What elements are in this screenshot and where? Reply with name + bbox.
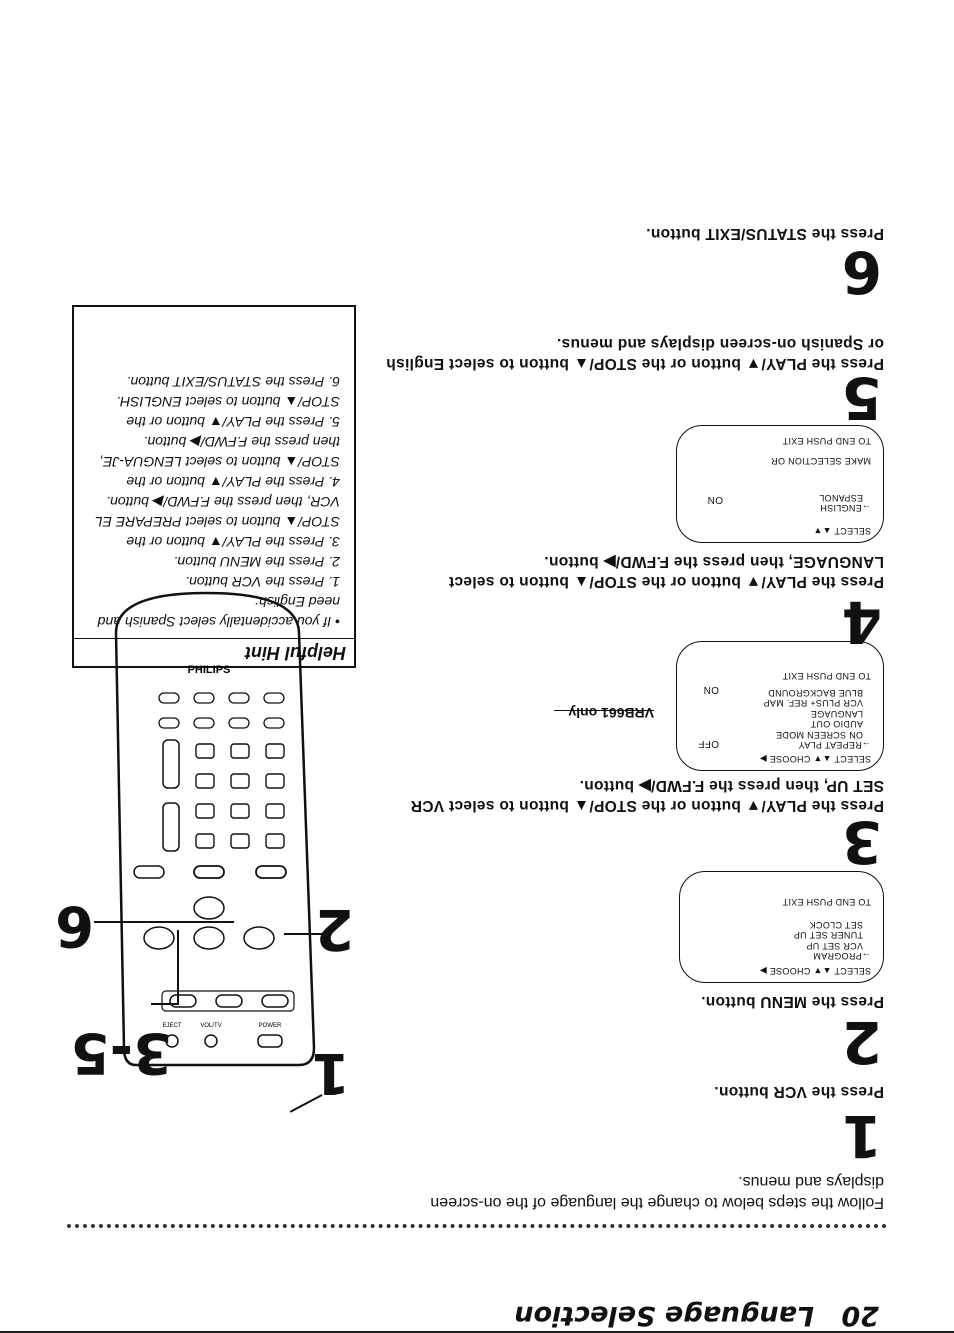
language-value: ON [703,684,719,695]
menu-screen-footer: TO END PUSH EXIT [782,897,871,908]
key-button [195,833,215,849]
step-number: 5 [841,364,882,432]
remote-step-label: 1 [311,1040,350,1105]
key-button [265,773,285,789]
remote-step-label: 3-5 [70,1020,172,1085]
page-title: 20 Language Selection [514,1300,879,1331]
language-screen-note: TO END PUSH EXIT [782,436,871,446]
menu-item: TUNER SET UP [793,930,863,941]
vol-tv-button [204,1034,218,1048]
helpful-hint-item: 2. Press the MENU button. [173,554,340,570]
play-button [193,926,225,950]
speed-button [263,717,285,729]
helpful-hint-item: 4. Press the PLAY/▼ button or the STOP/▲… [99,434,340,490]
key-button [265,803,285,819]
ffwd-button [143,926,175,950]
helpful-hint-item: 5. Press the PLAY/▼ button or the STOP/▲… [116,394,340,430]
status-exit-button [193,865,225,879]
leader-line-6 [94,921,234,923]
key-button [195,773,215,789]
vol-rocker [162,739,180,789]
remote-label: POWER [259,1023,282,1029]
mute-button [158,692,180,704]
leader-line-3-5-vertical [177,930,179,1005]
key-button [265,833,285,849]
dotted-divider [66,1224,886,1228]
menu-item: VCR SET UP [806,941,863,951]
vcr-mode-button [261,994,289,1008]
step-number: 4 [841,588,882,656]
key-button [230,803,250,819]
clear-button [133,865,165,879]
helpful-hint-item: 3. Press the PLAY/▼ button or the STOP/▲… [95,494,340,550]
tv-mode-button [215,994,243,1008]
english-value: ON [707,494,723,505]
remote-brand: PHILIPS [188,664,231,676]
key-button [195,803,215,819]
remote-control-illustration: POWER VOL/TV EJECT [114,591,316,1067]
repeat-play-value: OFF [698,738,719,749]
remote-label: EJECT [162,1023,181,1029]
step-number: 3 [841,808,882,876]
stop-button [193,896,225,920]
key-button [265,743,285,759]
vcr-setup-footer: TO END PUSH EXIT [782,671,871,682]
vcr-setup-item: LANGUAGE [810,709,863,719]
pause-still-button [193,717,215,729]
key-button [230,743,250,759]
step-instruction: Press the PLAY/▼ button or the STOP/▲ bu… [448,553,884,590]
slow-button [193,692,215,704]
mode-row-frame [161,990,295,1012]
time-search-button [228,717,250,729]
leader-line-3-5-horizontal [151,1003,179,1005]
remote-body [114,591,316,1067]
spare-button [158,717,180,729]
power-button [257,1034,283,1048]
rec-otr-button [263,692,285,704]
key-button [230,833,250,849]
step-instruction: Press the MENU button. [700,993,884,1010]
step-number: 1 [841,1102,882,1170]
vcr-setup-screen: SELECT ▲▼ CHOOSE ▶ →REPEAT PLAY ON SCREE… [676,641,884,771]
menu-button [255,865,287,879]
remote-step-label: 2 [315,896,354,961]
callout-label: VRB661 only [568,705,654,721]
menu-screen: SELECT ▲▼ CHOOSE ▶ →PROGRAM VCR SET UP T… [679,871,884,983]
key-button [230,773,250,789]
vcr-setup-item: VCR PLUS+ REF. MAP [763,698,863,709]
key-button [195,743,215,759]
memory-button [228,692,250,704]
remote-label: VOL/TV [200,1023,221,1029]
step-number: 2 [841,1008,882,1076]
step-instruction: Press the PLAY/▼ button or the STOP/▲ bu… [410,777,884,814]
language-screen-note: MAKE SELECTION OR [770,456,871,467]
step-instruction: Press the STATUS/EXIT button. [645,225,884,242]
step-instruction: Press the VCR button. [714,1083,884,1100]
remote-step-label: 6 [55,893,94,958]
step-instruction: Press the PLAY/▼ button or the STOP/▲ bu… [386,335,884,372]
menu-item: →PROGRAM [813,951,871,962]
ch-rocker [162,802,180,852]
vcr-setup-header: SELECT ▲▼ CHOOSE ▶ [759,754,872,764]
menu-item: SET CLOCK [809,920,863,930]
menu-screen-header: SELECT ▲▼ CHOOSE ▶ [759,966,872,976]
eject-button [165,1034,179,1048]
language-screen-header: SELECT ▲▼ [813,526,871,536]
vcr-setup-item: AUDIO OUT [810,719,863,730]
cbl-mode-button [169,994,197,1008]
language-screen: SELECT ▲▼ →ENGLISH ESPANOL MAKE SELECTIO… [676,425,884,543]
rew-button [243,926,275,950]
step-number: 6 [841,238,882,306]
helpful-hint-item: 6. Press the STATUS/EXIT button. [126,374,340,390]
intro-text: Follow the steps below to change the lan… [430,1173,884,1211]
